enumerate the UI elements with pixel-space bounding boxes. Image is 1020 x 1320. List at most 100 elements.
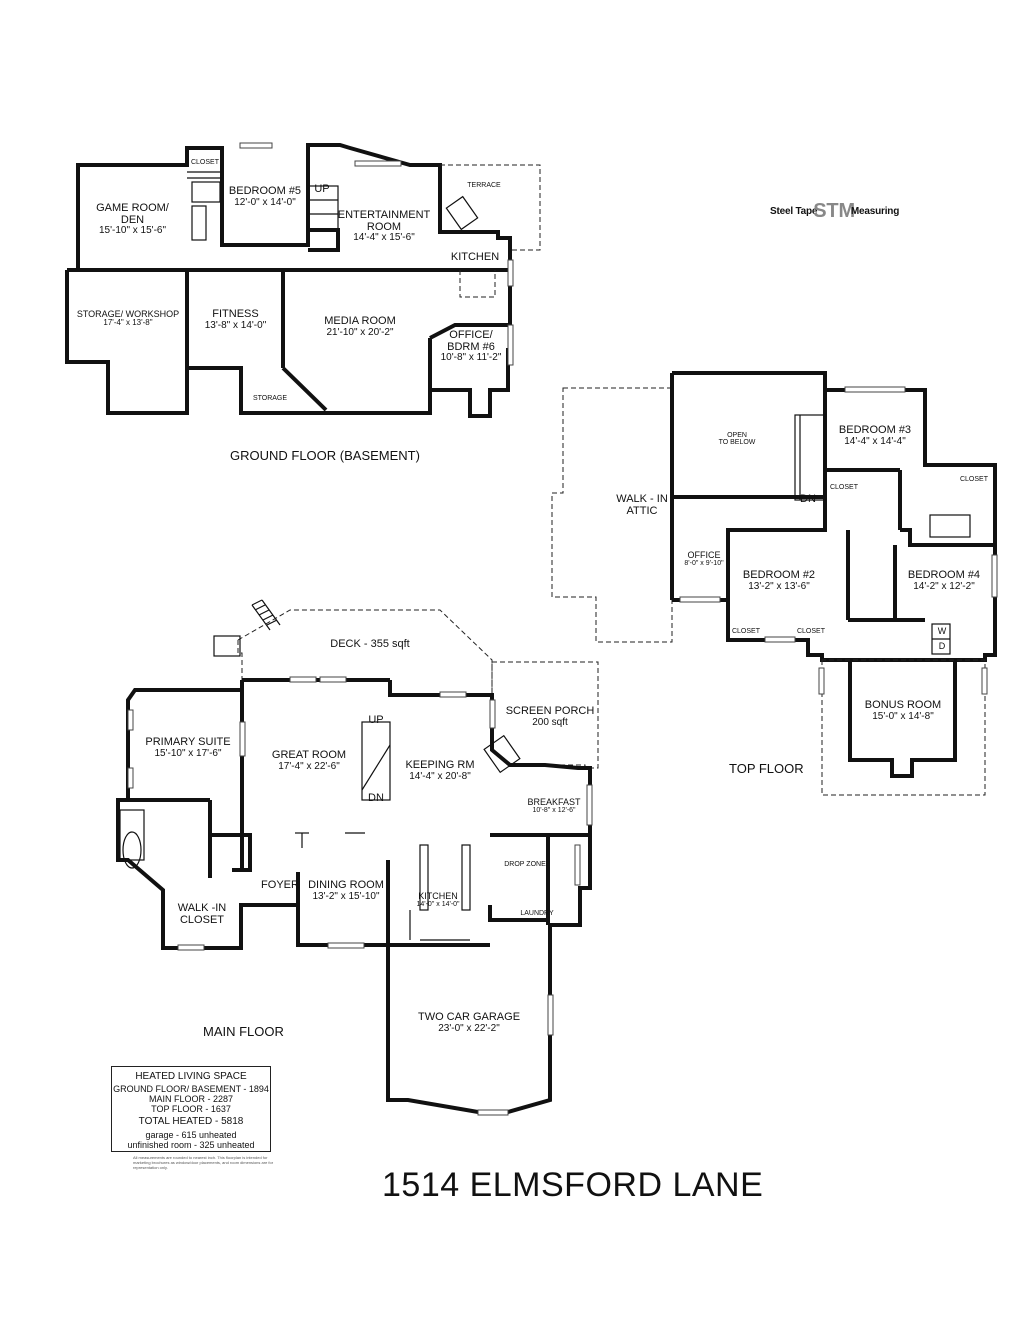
ground-floor-plan xyxy=(65,142,541,418)
ground-floor-title: GROUND FLOOR (BASEMENT) xyxy=(230,448,420,463)
keeping-room: KEEPING RM 14'-4" x 20'-8" xyxy=(392,759,488,782)
kitchen-main-name: KITCHEN xyxy=(418,891,458,901)
breakfast-dimensions: 10'-8" x 12'-6" xyxy=(532,807,576,815)
logo-text-post: Measuring xyxy=(850,206,900,217)
dryer-label: D xyxy=(938,641,946,651)
bedroom5-room: BEDROOM #5 12'-0" x 14'-0" xyxy=(222,185,308,208)
office-top-name: OFFICE xyxy=(687,550,721,560)
closet-bedroom5-label: CLOSET xyxy=(190,159,219,166)
great-room: GREAT ROOM 17'-4" x 22'-6" xyxy=(256,749,362,772)
office-bdrm6-dimensions: 10'-8" x 11'-2" xyxy=(440,352,502,364)
main-floor-plan xyxy=(116,599,599,1116)
walk-in-attic-label: WALK - IN ATTIC xyxy=(616,493,668,517)
bedroom5-name: BEDROOM #5 xyxy=(228,185,302,197)
summary-ground: GROUND FLOOR/ BASEMENT - 1894 xyxy=(113,1084,269,1095)
keeping-room-dimensions: 14'-4" x 20'-8" xyxy=(409,770,471,782)
bedroom5-dimensions: 12'-0" x 14'-0" xyxy=(234,196,296,208)
summary-main: MAIN FLOOR - 2287 xyxy=(148,1094,234,1105)
great-room-dimensions: 17'-4" x 22'-6" xyxy=(278,760,340,772)
storage-basement-label: STORAGE xyxy=(252,395,288,402)
two-car-garage-room: TWO CAR GARAGE 23'-0" x 22'-2" xyxy=(400,1011,538,1034)
entertainment-room-name: ENTERTAINMENT ROOM xyxy=(337,209,431,233)
bonus-room-dimensions: 15'-0" x 14'-8" xyxy=(872,710,934,722)
dining-room: DINING ROOM 13'-2" x 15'-10" xyxy=(298,879,394,902)
top-floor-plan xyxy=(551,371,998,796)
office-top-room: OFFICE 8'-0" x 9'-10" xyxy=(674,550,734,568)
entertainment-room: ENTERTAINMENT ROOM 14'-4" x 15'-6" xyxy=(334,209,434,244)
media-room: MEDIA ROOM 21'-10" x 20'-2" xyxy=(305,315,415,338)
kitchen-main-dimensions: 14'-0" x 14'-0" xyxy=(416,901,460,909)
summary-garage: garage - 615 unheated xyxy=(145,1129,237,1140)
bedroom3-dimensions: 14'-4" x 14'-4" xyxy=(844,435,906,447)
drop-zone-label: DROP ZONE xyxy=(504,861,546,868)
storage-workshop-dimensions: 17'-4" x 13'-8" xyxy=(103,318,153,328)
open-to-below-label: OPEN TO BELOW xyxy=(718,432,756,447)
laundry-label: LAUNDRY xyxy=(520,910,554,917)
heated-living-space-box: HEATED LIVING SPACE GROUND FLOOR/ BASEME… xyxy=(111,1066,271,1152)
keeping-room-name: KEEPING RM xyxy=(405,759,475,771)
dining-room-dimensions: 13'-2" x 15'-10" xyxy=(312,890,380,902)
up-main-stairs-label: UP xyxy=(368,714,384,726)
garage-name: TWO CAR GARAGE xyxy=(417,1011,521,1023)
bedroom4-name: BEDROOM #4 xyxy=(907,569,981,581)
closet-bedroom2a-label: CLOSET xyxy=(731,628,760,635)
game-room: GAME ROOM/ DEN 15'-10" x 15'-6" xyxy=(78,202,187,237)
bedroom2-name: BEDROOM #2 xyxy=(742,569,816,581)
disclaimer-text: All measurements are rounded to nearest … xyxy=(133,1155,274,1170)
top-floor-title: TOP FLOOR xyxy=(729,761,804,776)
primary-suite-dimensions: 15'-10" x 17'-6" xyxy=(154,747,222,759)
kitchen-basement-label: KITCHEN xyxy=(450,251,500,263)
terrace-label: TERRACE xyxy=(467,182,501,189)
deck-label: DECK - 355 sqft xyxy=(330,638,410,650)
closet-bedroom3-label: CLOSET xyxy=(829,484,858,491)
washer-label: W xyxy=(937,626,947,636)
dn-top-stairs-label: DN xyxy=(800,493,816,505)
fitness-dimensions: 13'-8" x 14'-0" xyxy=(204,319,267,331)
office-bdrm6-room: OFFICE/ BDRM #6 10'-8" x 11'-2" xyxy=(432,329,510,364)
screen-porch-name: SCREEN PORCH xyxy=(505,705,595,717)
summary-top: TOP FLOOR - 1637 xyxy=(151,1104,231,1115)
steel-tape-measuring-logo: Steel TapeSTMMeasuring xyxy=(770,200,899,223)
fitness-room: FITNESS 13'-8" x 14'-0" xyxy=(188,308,283,331)
bedroom4-room: BEDROOM #4 14'-2" x 12'-2" xyxy=(896,569,992,592)
up-ground-stairs-label: UP xyxy=(314,183,330,195)
entertainment-room-dimensions: 14'-4" x 15'-6" xyxy=(353,232,415,244)
storage-workshop-room: STORAGE/ WORKSHOP 17'-4" x 13'-8" xyxy=(68,309,188,328)
stm-mark-icon: STM xyxy=(813,200,855,222)
closet-bath-label: CLOSET xyxy=(959,476,988,483)
property-address: 1514 ELMSFORD LANE xyxy=(382,1166,764,1204)
bonus-room: BONUS ROOM 15'-0" x 14'-8" xyxy=(852,699,954,722)
screen-porch-room: SCREEN PORCH 200 sqft xyxy=(500,705,600,728)
kitchen-main-room: KITCHEN 14'-0" x 14'-0" xyxy=(405,891,471,909)
primary-suite-room: PRIMARY SUITE 15'-10" x 17'-6" xyxy=(134,736,242,759)
great-room-name: GREAT ROOM xyxy=(271,749,347,761)
walk-in-closet-label: WALK -IN CLOSET xyxy=(177,902,227,926)
main-floor-title: MAIN FLOOR xyxy=(203,1024,284,1039)
game-room-name: GAME ROOM/ DEN xyxy=(96,202,169,226)
summary-heading: HEATED LIVING SPACE xyxy=(135,1071,247,1082)
summary-unfinished: unfinished room - 325 unheated xyxy=(127,1139,255,1150)
bedroom3-room: BEDROOM #3 14'-4" x 14'-4" xyxy=(826,424,924,447)
office-bdrm6-name: OFFICE/ BDRM #6 xyxy=(447,329,495,353)
game-room-dimensions: 15'-10" x 15'-6" xyxy=(98,225,167,237)
office-top-dimensions: 8'-0" x 9'-10" xyxy=(684,560,724,568)
logo-text-pre: Steel Tape xyxy=(770,206,818,217)
bonus-room-name: BONUS ROOM xyxy=(864,699,942,711)
bedroom3-name: BEDROOM #3 xyxy=(838,424,912,436)
bedroom4-dimensions: 14'-2" x 12'-2" xyxy=(913,580,975,592)
garage-dimensions: 23'-0" x 22'-2" xyxy=(438,1022,500,1034)
fitness-name: FITNESS xyxy=(212,308,259,320)
bedroom2-room: BEDROOM #2 13'-2" x 13'-6" xyxy=(730,569,828,592)
summary-total: TOTAL HEATED - 5818 xyxy=(138,1116,244,1128)
dn-main-stairs-label: DN xyxy=(368,792,384,804)
closet-bedroom2b-label: CLOSET xyxy=(796,628,825,635)
media-room-name: MEDIA ROOM xyxy=(324,315,396,327)
media-room-dimensions: 21'-10" x 20'-2" xyxy=(326,326,394,338)
breakfast-name: BREAKFAST xyxy=(527,797,581,807)
screen-porch-area: 200 sqft xyxy=(532,716,568,728)
storage-workshop-name: STORAGE/ WORKSHOP xyxy=(76,309,180,319)
foyer-label: FOYER xyxy=(261,879,299,891)
bedroom2-dimensions: 13'-2" x 13'-6" xyxy=(748,580,810,592)
primary-suite-name: PRIMARY SUITE xyxy=(145,736,231,748)
